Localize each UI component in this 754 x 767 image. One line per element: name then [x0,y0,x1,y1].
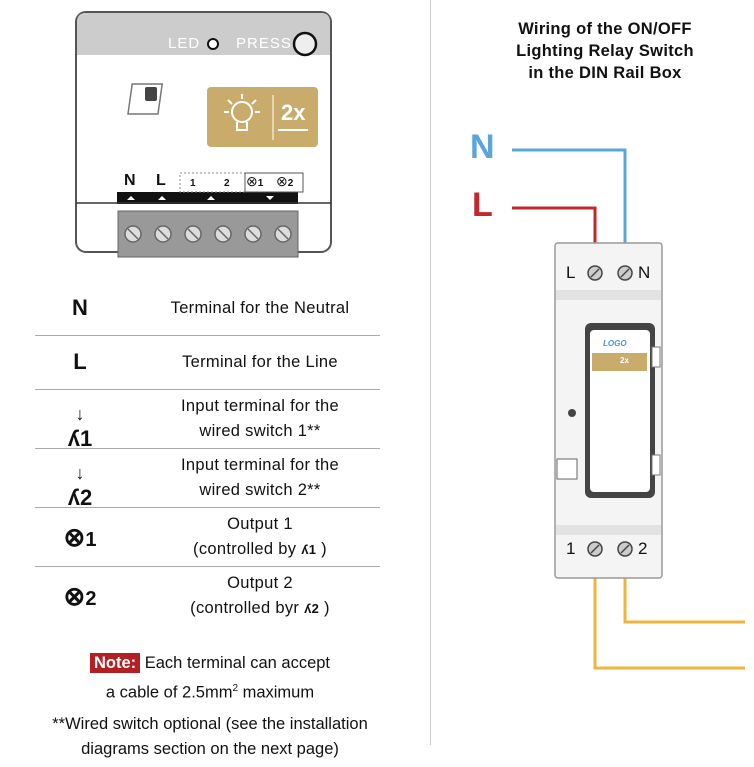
din-terminal-n: N [638,263,651,282]
legend-desc-l: Terminal for the Line [182,353,338,371]
output-2-legend-icon: ⊗2 [63,581,97,611]
output-1-icon: ⊗1 [246,173,264,189]
module-illustration [75,11,332,258]
terminal-s1: 1 [190,178,196,189]
divider [35,335,380,336]
output-2-icon: ⊗2 [276,173,294,189]
legend-symbol-n: N [72,295,88,320]
din-terminal-1: 1 [566,539,576,558]
note-badge: Note: [89,653,141,673]
output-1-wire [593,578,745,670]
output-1-legend-icon: ⊗1 [63,522,97,552]
divider [35,448,380,449]
footnote: **Wired switch optional (see the install… [52,715,368,758]
terminal-n: N [124,172,136,189]
din-logo: LOGO [603,339,627,348]
divider [35,507,380,508]
lamp-badge [207,87,318,147]
din-rail-box [554,242,663,579]
switch-1-icon: ↓ʎ1 [67,404,93,451]
badge-label: 2x [281,100,306,125]
terminal-l: L [156,172,166,189]
neutral-wire [512,148,627,243]
wiring-diagram [512,148,745,670]
legend-desc-output2: Output 2(controlled byr ʎ2 ) [190,574,330,617]
press-button-icon [292,31,318,57]
neutral-label: N [470,128,495,166]
legend-desc-output1: Output 1(controlled by ʎ1 ) [193,515,327,558]
column-divider [430,0,431,745]
press-label: PRESS [236,35,292,52]
din-terminal-2: 2 [638,539,648,558]
note: Note: Each terminal can accept a cable o… [30,651,390,706]
terminal-s2: 2 [224,178,230,189]
legend-symbol-l: L [73,349,87,374]
bulb-icon [224,94,260,131]
switch-2-icon: ↓ʎ2 [67,463,93,510]
output-2-wire [623,578,745,624]
legend-desc-n: Terminal for the Neutral [170,299,350,317]
line-label: L [472,186,493,224]
terminal-block [117,210,299,258]
din-terminal-l: L [566,263,576,282]
led-icon [207,38,219,50]
divider [35,389,380,390]
line-wire [512,206,597,243]
led-label: LED [168,35,201,52]
din-badge: 2x [620,356,629,365]
divider [35,566,380,567]
